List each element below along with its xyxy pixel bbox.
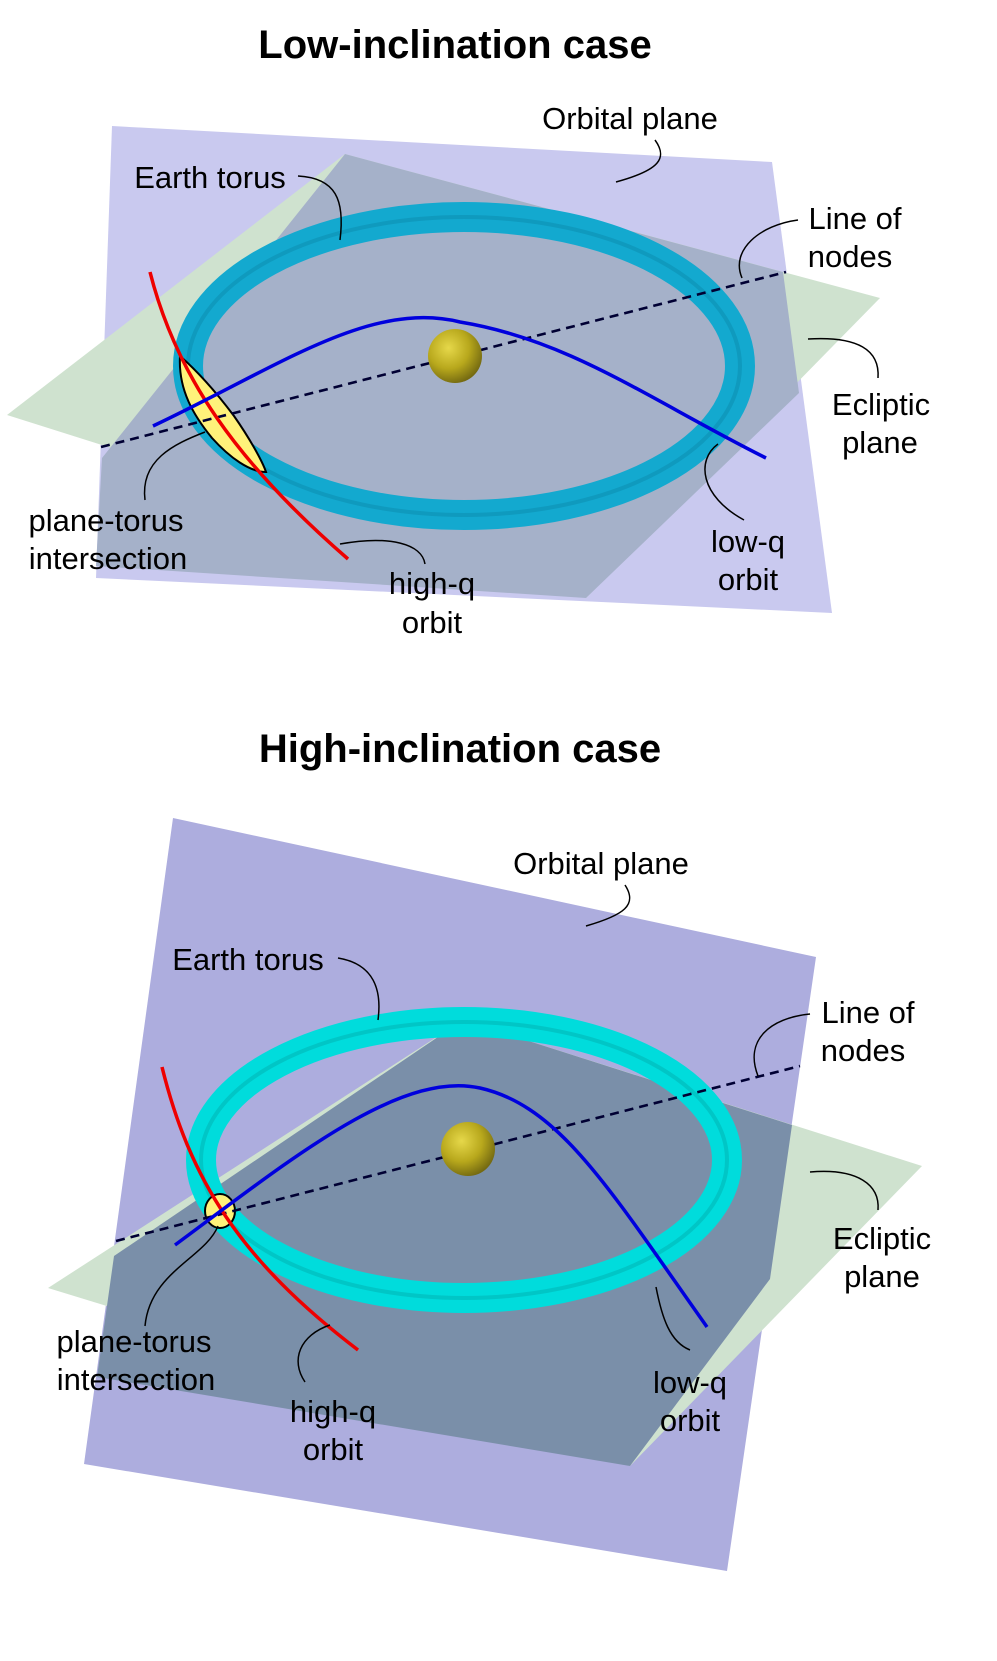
orbital-plane-leader [615,139,662,183]
low-q-orbit-label-line2: orbit [660,1403,721,1438]
low-q-orbit-label-line1: low-q [653,1365,727,1400]
ecliptic-plane-label-line1: Ecliptic [832,387,930,422]
orbital-plane-label: Orbital plane [542,101,718,136]
plane-torus-intersection-label-line2: intersection [57,1362,216,1397]
line-of-nodes-leader [753,1013,811,1077]
ecliptic-plane-leader [809,1170,879,1211]
orbital-plane-leader [585,884,631,927]
high-q-orbit-label-line2: orbit [402,605,463,640]
high-q-orbit-leader [339,539,426,565]
plane-torus-intersection-leader [143,431,206,501]
ecliptic-plane-leader [807,337,879,379]
sun [428,329,482,383]
earth-torus-label: Earth torus [134,160,286,195]
low-q-orbit-leader [655,1286,691,1351]
low-inclination-title: Low-inclination case [258,23,651,67]
ecliptic-plane-label-line1: Ecliptic [833,1221,931,1256]
line-of-nodes-leader [738,219,799,279]
low-inclination-panel: Low-inclination case Orbital plane Earth… [7,23,930,640]
high-q-orbit-leader [297,1324,331,1383]
earth-torus-leader [337,957,380,1021]
earth-torus [185,1007,743,1313]
line-of-nodes-label-line1: Line of [808,201,901,236]
high-q-orbit-label-line1: high-q [389,566,475,601]
high-q-orbit-label-line2: orbit [303,1432,364,1467]
earth-torus-leader [297,175,342,241]
high-q-orbit-label-line1: high-q [290,1394,376,1429]
line-of-nodes-label-line2: nodes [808,239,892,274]
ecliptic-plane-label-line2: plane [844,1259,920,1294]
plane-overlap-region [97,1020,792,1466]
line-of-nodes-label-line1: Line of [821,995,914,1030]
sun [441,1122,495,1176]
low-q-orbit-label-line1: low-q [711,524,785,559]
high-q-orbit [160,1066,360,1352]
low-q-orbit-label-line2: orbit [718,562,779,597]
low-q-orbit [173,1083,709,1329]
plane-torus-intersection-label-line1: plane-torus [56,1324,211,1359]
earth-torus-shading [198,1020,730,1300]
ecliptic-plane-label-line2: plane [842,425,918,460]
high-q-orbit [148,271,350,561]
line-of-nodes-label-line2: nodes [821,1033,905,1068]
low-q-orbit [152,316,767,460]
earth-torus-label: Earth torus [172,942,324,977]
earth-torus-shading [185,215,743,517]
plane-torus-intersection-label-line1: plane-torus [28,503,183,538]
orbital-plane-label: Orbital plane [513,846,689,881]
plane-torus-intersection [178,353,268,474]
low-q-orbit-leader [704,443,745,521]
plane-torus-intersection-label-line2: intersection [29,541,188,576]
earth-torus [172,202,756,530]
high-inclination-title: High-inclination case [259,727,661,771]
high-inclination-panel: High-inclination case Orbital plane Eart… [48,727,931,1571]
plane-torus-intersection-leader [144,1225,219,1327]
